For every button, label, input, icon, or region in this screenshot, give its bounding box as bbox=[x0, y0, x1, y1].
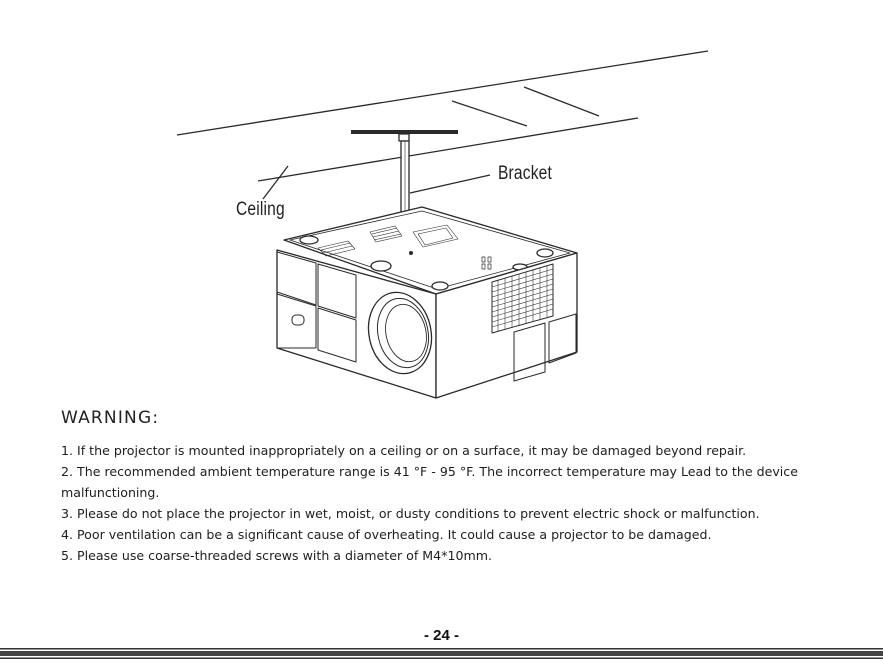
projector bbox=[276, 206, 578, 399]
footer-rule bbox=[0, 648, 883, 659]
ceiling-leader-line bbox=[262, 165, 289, 200]
side-vent bbox=[491, 263, 554, 334]
warning-item: 4. Poor ventilation can be a significant… bbox=[61, 527, 712, 542]
warning-item: 3. Please do not place the projector in … bbox=[61, 506, 760, 521]
bracket-label: Bracket bbox=[498, 163, 552, 184]
bracket-leader-line bbox=[409, 174, 491, 194]
ceiling-plane bbox=[176, 50, 709, 182]
ceiling-label: Ceiling bbox=[236, 199, 285, 220]
warning-heading: WARNING: bbox=[61, 408, 160, 428]
ceiling-mount-illustration bbox=[176, 50, 709, 399]
warning-item: 1. If the projector is mounted inappropr… bbox=[61, 443, 747, 458]
lens bbox=[367, 291, 433, 375]
warning-item: 2. The recommended ambient temperature r… bbox=[61, 464, 798, 500]
page-number: - 24 - bbox=[423, 627, 459, 644]
warning-item: 5. Please use coarse-threaded screws wit… bbox=[61, 548, 493, 563]
warning-list: 1. If the projector is mounted inappropr… bbox=[61, 440, 851, 566]
